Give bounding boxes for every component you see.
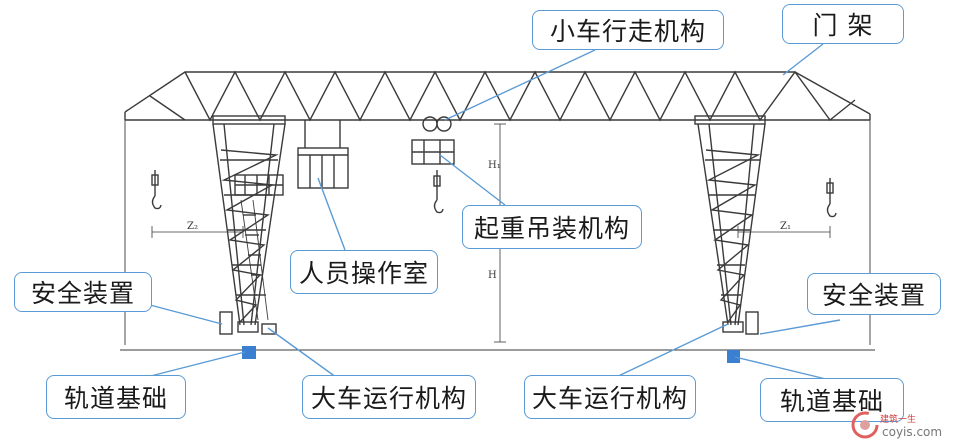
hook-middle xyxy=(433,170,444,214)
label-trolley-travel-mechanism: 小车行走机构 xyxy=(532,10,724,50)
leader-safety-left xyxy=(149,304,223,325)
hook-right xyxy=(826,178,837,218)
label-operator-cab: 人员操作室 xyxy=(290,250,438,294)
leader-crane-travel-right xyxy=(609,323,729,381)
watermark-logo-icon xyxy=(851,411,879,439)
main-girder-truss xyxy=(124,70,871,122)
right-leg xyxy=(694,115,766,335)
label-gantry-frame: 门 架 xyxy=(782,4,904,44)
dim-h: H xyxy=(488,270,497,281)
watermark-domain: coyis.com xyxy=(882,425,943,439)
leader-operator-cab xyxy=(317,177,346,251)
leader-rail-right xyxy=(734,356,831,381)
operator-cab-drawing xyxy=(297,120,349,189)
label-rail-foundation-left: 轨道基础 xyxy=(46,375,186,419)
hook-left xyxy=(151,170,162,210)
dim-h1: H₁ xyxy=(488,160,501,171)
label-safety-device-left: 安全装置 xyxy=(14,272,152,312)
label-hoisting-mechanism: 起重吊装机构 xyxy=(462,205,642,249)
dim-z1: Z₁ xyxy=(780,221,791,232)
rail-block-left xyxy=(242,346,256,359)
label-safety-device-right: 安全装置 xyxy=(807,273,941,315)
stair-platform xyxy=(234,174,284,321)
dim-z2: Z₂ xyxy=(187,221,198,232)
left-leg xyxy=(212,115,286,335)
leader-lines xyxy=(134,43,841,381)
trolley-hoist-drawing xyxy=(411,116,455,165)
leader-crane-travel-left xyxy=(267,327,341,381)
label-rail-foundation-right: 轨道基础 xyxy=(760,378,904,422)
watermark: 建筑一生 coyis.com xyxy=(850,408,950,442)
watermark-top-text: 建筑一生 xyxy=(880,415,917,425)
leader-trolley-travel xyxy=(444,49,596,121)
leader-gantry-frame xyxy=(782,43,824,76)
rail-block-right xyxy=(727,350,740,363)
leader-safety-right xyxy=(759,319,841,335)
leader-hoisting xyxy=(439,154,506,206)
label-crane-travel-mechanism-right: 大车运行机构 xyxy=(524,375,696,419)
label-crane-travel-mechanism-left: 大车运行机构 xyxy=(302,375,476,419)
